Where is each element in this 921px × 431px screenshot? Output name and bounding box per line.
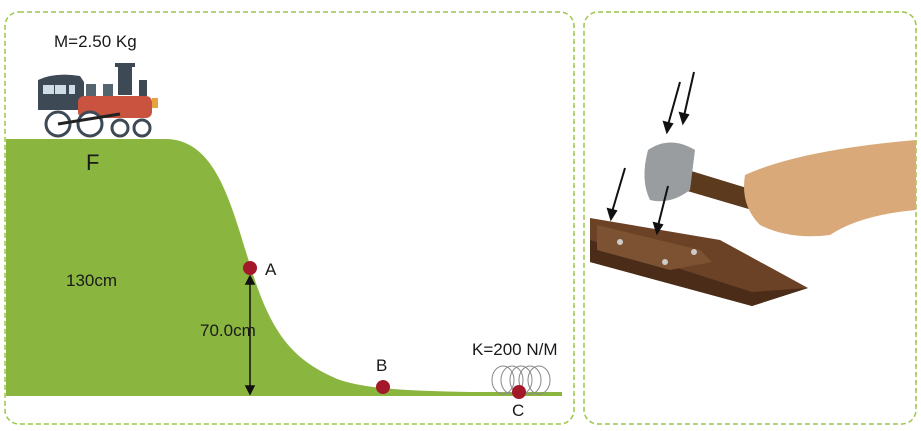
point-b-label: B xyxy=(376,356,388,375)
hammer-nail-illustration xyxy=(590,71,916,306)
mass-label: M=2.50 Kg xyxy=(54,32,137,51)
start-point-label: F xyxy=(86,150,100,175)
height-arrow xyxy=(244,274,256,396)
point-a-label: A xyxy=(265,260,277,279)
spring-constant-label: K=200 N/M xyxy=(472,340,558,359)
point-b-marker xyxy=(376,380,390,394)
total-height-label: 130cm xyxy=(66,271,118,290)
point-a-marker xyxy=(243,261,257,275)
point-c-marker xyxy=(512,385,526,399)
left-panel-border xyxy=(4,11,575,425)
point-c-label: C xyxy=(512,401,525,420)
locomotive-icon xyxy=(38,63,158,138)
right-panel-border xyxy=(583,11,917,425)
hill-track xyxy=(6,139,562,396)
height-a-label: 70.0cm xyxy=(200,321,256,340)
